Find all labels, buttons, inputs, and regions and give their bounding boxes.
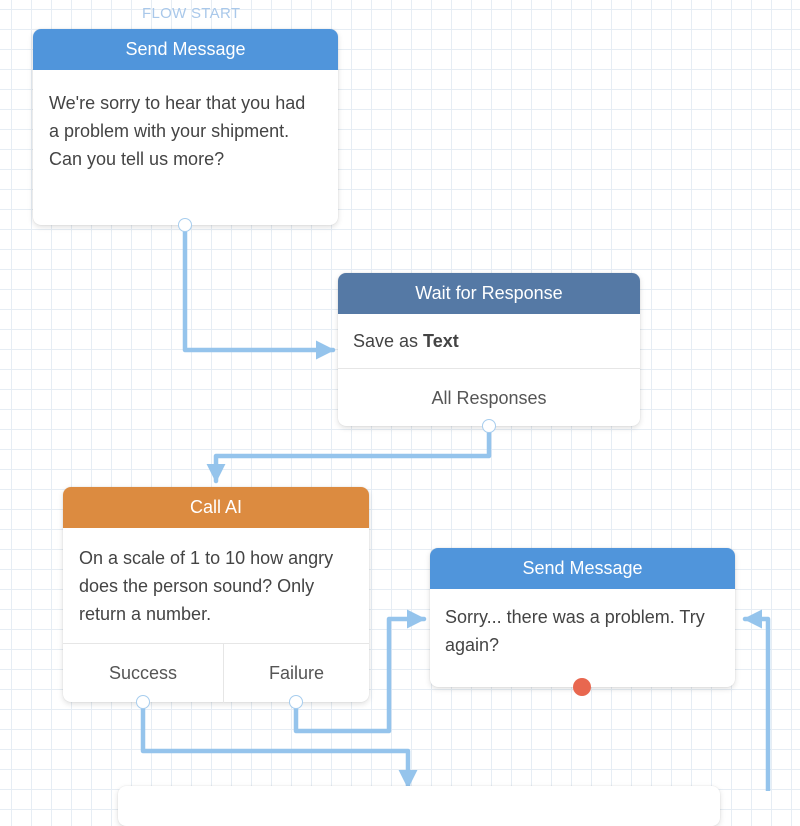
failure-exit-handle[interactable] — [289, 695, 303, 709]
connector-send-to-wait — [182, 223, 336, 360]
wait-exit-handle[interactable] — [482, 419, 496, 433]
send-message-node-title: Send Message — [33, 29, 338, 70]
call-ai-node-title: Call AI — [63, 487, 369, 528]
exit-success[interactable]: Success — [108, 663, 178, 683]
missing-connection-dot[interactable] — [573, 678, 591, 696]
send-message-retry-node[interactable]: Send Message Sorry... there was a proble… — [430, 548, 735, 696]
call-ai-node[interactable]: Call AI On a scale of 1 to 10 how angry … — [63, 487, 369, 709]
save-as-text-line: Save as Text — [338, 314, 640, 355]
exit-all-responses[interactable]: All Responses — [431, 388, 547, 408]
send-message-retry-node-title: Send Message — [430, 548, 735, 589]
send-message-node-text: We're sorry to hear that you had a probl… — [49, 93, 306, 169]
exit-divider — [223, 644, 224, 703]
wait-for-response-node-title: Wait for Response — [338, 273, 640, 314]
flow-start-label: FLOW START — [142, 5, 241, 22]
save-as-label: Save as — [353, 331, 424, 351]
next-node-partial[interactable] — [118, 786, 720, 826]
exit-failure[interactable]: Failure — [268, 663, 325, 683]
call-ai-node-text: On a scale of 1 to 10 how angry does the… — [79, 548, 334, 624]
send-message-retry-node-text: Sorry... there was a problem. Try again? — [445, 607, 705, 655]
wait-node-divider — [338, 368, 640, 369]
connector-into-send-message-right — [742, 609, 771, 791]
connector-success-to-next — [140, 705, 418, 790]
flow-connectors — [140, 223, 771, 791]
send-message-exit-handle[interactable] — [178, 218, 192, 232]
connector-wait-to-call-ai — [206, 429, 492, 484]
success-exit-handle[interactable] — [136, 695, 150, 709]
send-message-node[interactable]: Send Message We're sorry to hear that yo… — [33, 29, 338, 232]
connector-failure-to-send-message — [293, 609, 427, 734]
save-as-type: Text — [423, 331, 459, 351]
call-ai-exits: Success Failure — [63, 643, 369, 703]
wait-for-response-node[interactable]: Wait for Response Save as Text All Respo… — [338, 273, 640, 433]
